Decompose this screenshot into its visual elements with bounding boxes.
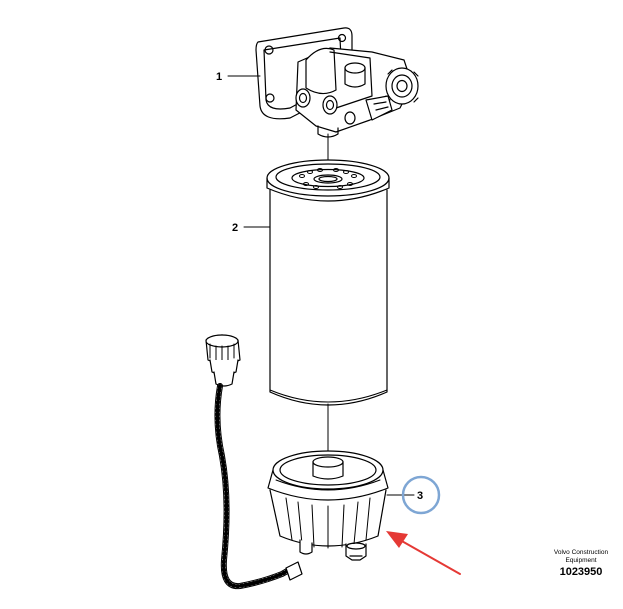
callout-label-1: 1: [216, 71, 222, 83]
callout-label-2: 2: [232, 222, 238, 234]
water-separator-bowl: [267, 450, 389, 561]
filter-head: [255, 27, 419, 138]
branding-block: Volvo Construction Equipment 1023950: [540, 549, 622, 578]
brand-name-line2: Equipment: [565, 557, 597, 564]
brand-name-line1: Volvo Construction: [553, 549, 609, 556]
red-arrow-indicator: [386, 531, 461, 575]
filter-cartridge: [266, 159, 390, 406]
callout-label-3: 3: [417, 490, 423, 502]
sensor-wiring-harness: [205, 334, 303, 590]
drawing-code: 1023950: [559, 566, 603, 578]
highlight-circle: [401, 475, 441, 515]
